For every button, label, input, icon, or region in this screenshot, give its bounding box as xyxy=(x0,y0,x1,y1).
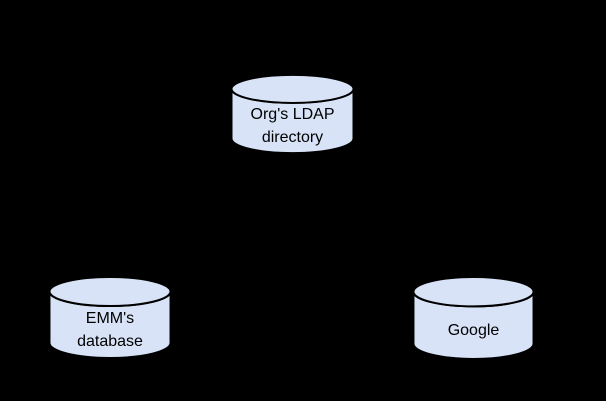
database-cylinder-icon xyxy=(230,73,355,155)
node-ldap-directory: Org's LDAP directory xyxy=(230,73,355,155)
cylinder-top xyxy=(412,276,535,308)
cylinder-top xyxy=(48,276,172,307)
cylinder-top xyxy=(230,73,355,104)
node-emm-database: EMM's database xyxy=(48,275,172,360)
database-cylinder-icon xyxy=(412,276,535,360)
database-cylinder-icon xyxy=(48,276,172,359)
node-google: Google xyxy=(412,275,535,361)
